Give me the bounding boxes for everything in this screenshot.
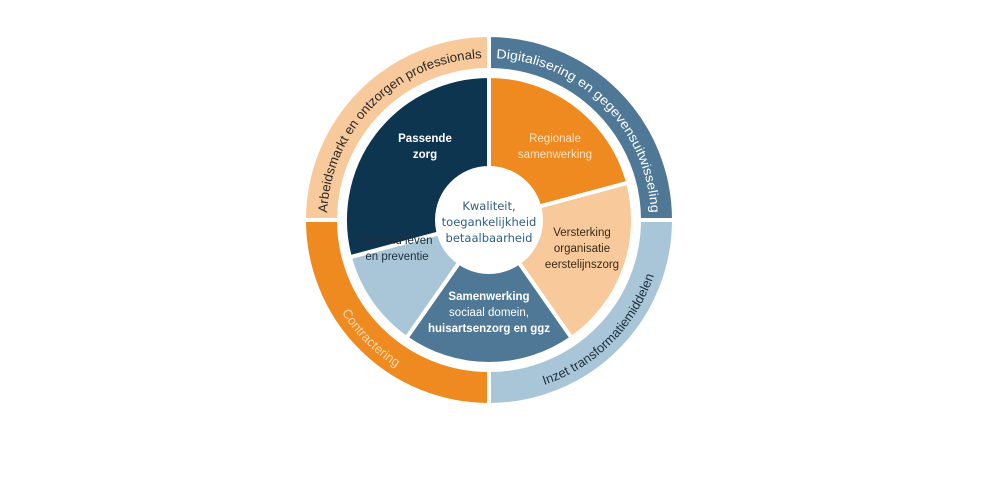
segment-samenwerking-sociaal-domein	[403, 216, 575, 367]
center-circle	[435, 166, 543, 274]
outer-ring	[301, 32, 677, 408]
ring-segment-contractering	[301, 218, 491, 408]
